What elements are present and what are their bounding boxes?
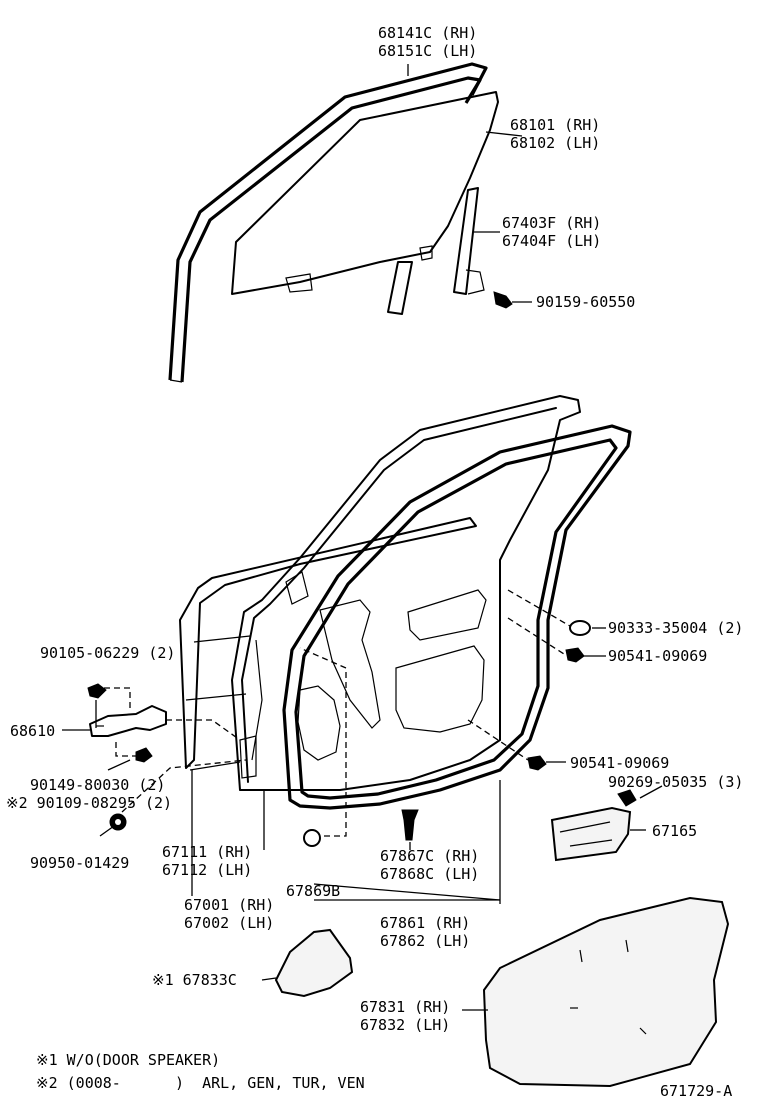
label-67111: 67111 (RH) [162,843,252,861]
label-67867c: 67867C (RH) [380,847,479,865]
label-67404f: 67404F (LH) [502,232,601,250]
label-67831: 67831 (RH) [360,998,450,1016]
label-67002: 67002 (LH) [184,914,274,932]
part-labels: 68141C (RH) 68151C (LH) 68101 (RH) 68102… [6,24,743,1034]
label-90269: 90269-05035 (3) [608,773,743,791]
label-90109: ※2 90109-08295 (2) [6,794,172,812]
footnote-1: ※1 W/O(DOOR SPEAKER) [36,1051,220,1069]
leader-lines [62,64,663,1011]
footnote-2: ※2 (0008- ) ARL, GEN, TUR, VEN [36,1074,365,1092]
label-90159: 90159-60550 [536,293,635,311]
label-68102: 68102 (LH) [510,134,600,152]
clip-90541a-icon [565,647,585,663]
label-68151c: 68151C (LH) [378,42,477,60]
clip-67867c-icon [401,809,419,841]
label-90541a: 90541-09069 [608,647,707,665]
label-90541b: 90541-09069 [570,754,669,772]
bolt-90149-icon [135,747,153,763]
label-67862: 67862 (LH) [380,932,470,950]
door-weatherstrip [282,424,632,810]
label-67833c: ※1 67833C [152,971,237,989]
label-90105: 90105-06229 (2) [40,644,175,662]
speaker-cover [274,928,354,998]
label-67403f: 67403F (RH) [502,214,601,232]
label-67165: 67165 [652,822,697,840]
door-inner-frame [231,395,581,791]
label-67112: 67112 (LH) [162,861,252,879]
bolt-90159-icon [493,291,532,309]
label-90950: 90950-01429 [30,854,129,872]
figure-id: 671729-A [660,1082,732,1100]
glass-run [453,187,485,295]
label-67001: 67001 (RH) [184,896,274,914]
label-68610: 68610 [10,722,55,740]
bracket-67165 [550,806,632,862]
service-hole-cover [482,896,730,1088]
door-glass [231,91,499,295]
footnotes: ※1 W/O(DOOR SPEAKER) ※2 (0008- ) ARL, GE… [36,1051,732,1100]
clip-90541b-icon [527,755,547,771]
label-67832: 67832 (LH) [360,1016,450,1034]
label-67868c: 67868C (LH) [380,865,479,883]
rear-lower-channel [387,261,413,315]
label-90149: 90149-80030 (2) [30,776,165,794]
bolt-90105-icon [87,683,107,699]
window-run-channel [168,62,488,383]
label-68141c: 68141C (RH) [378,24,477,42]
screw-90269-icon [617,789,637,807]
plug-90333-icon [569,620,591,636]
label-67869b: 67869B [286,882,340,900]
label-67861: 67861 (RH) [380,914,470,932]
door-hinge [89,705,167,737]
label-68101: 68101 (RH) [510,116,600,134]
plug-67869b-icon [303,829,321,847]
label-90333: 90333-35004 (2) [608,619,743,637]
door-outer-panel [179,517,477,771]
